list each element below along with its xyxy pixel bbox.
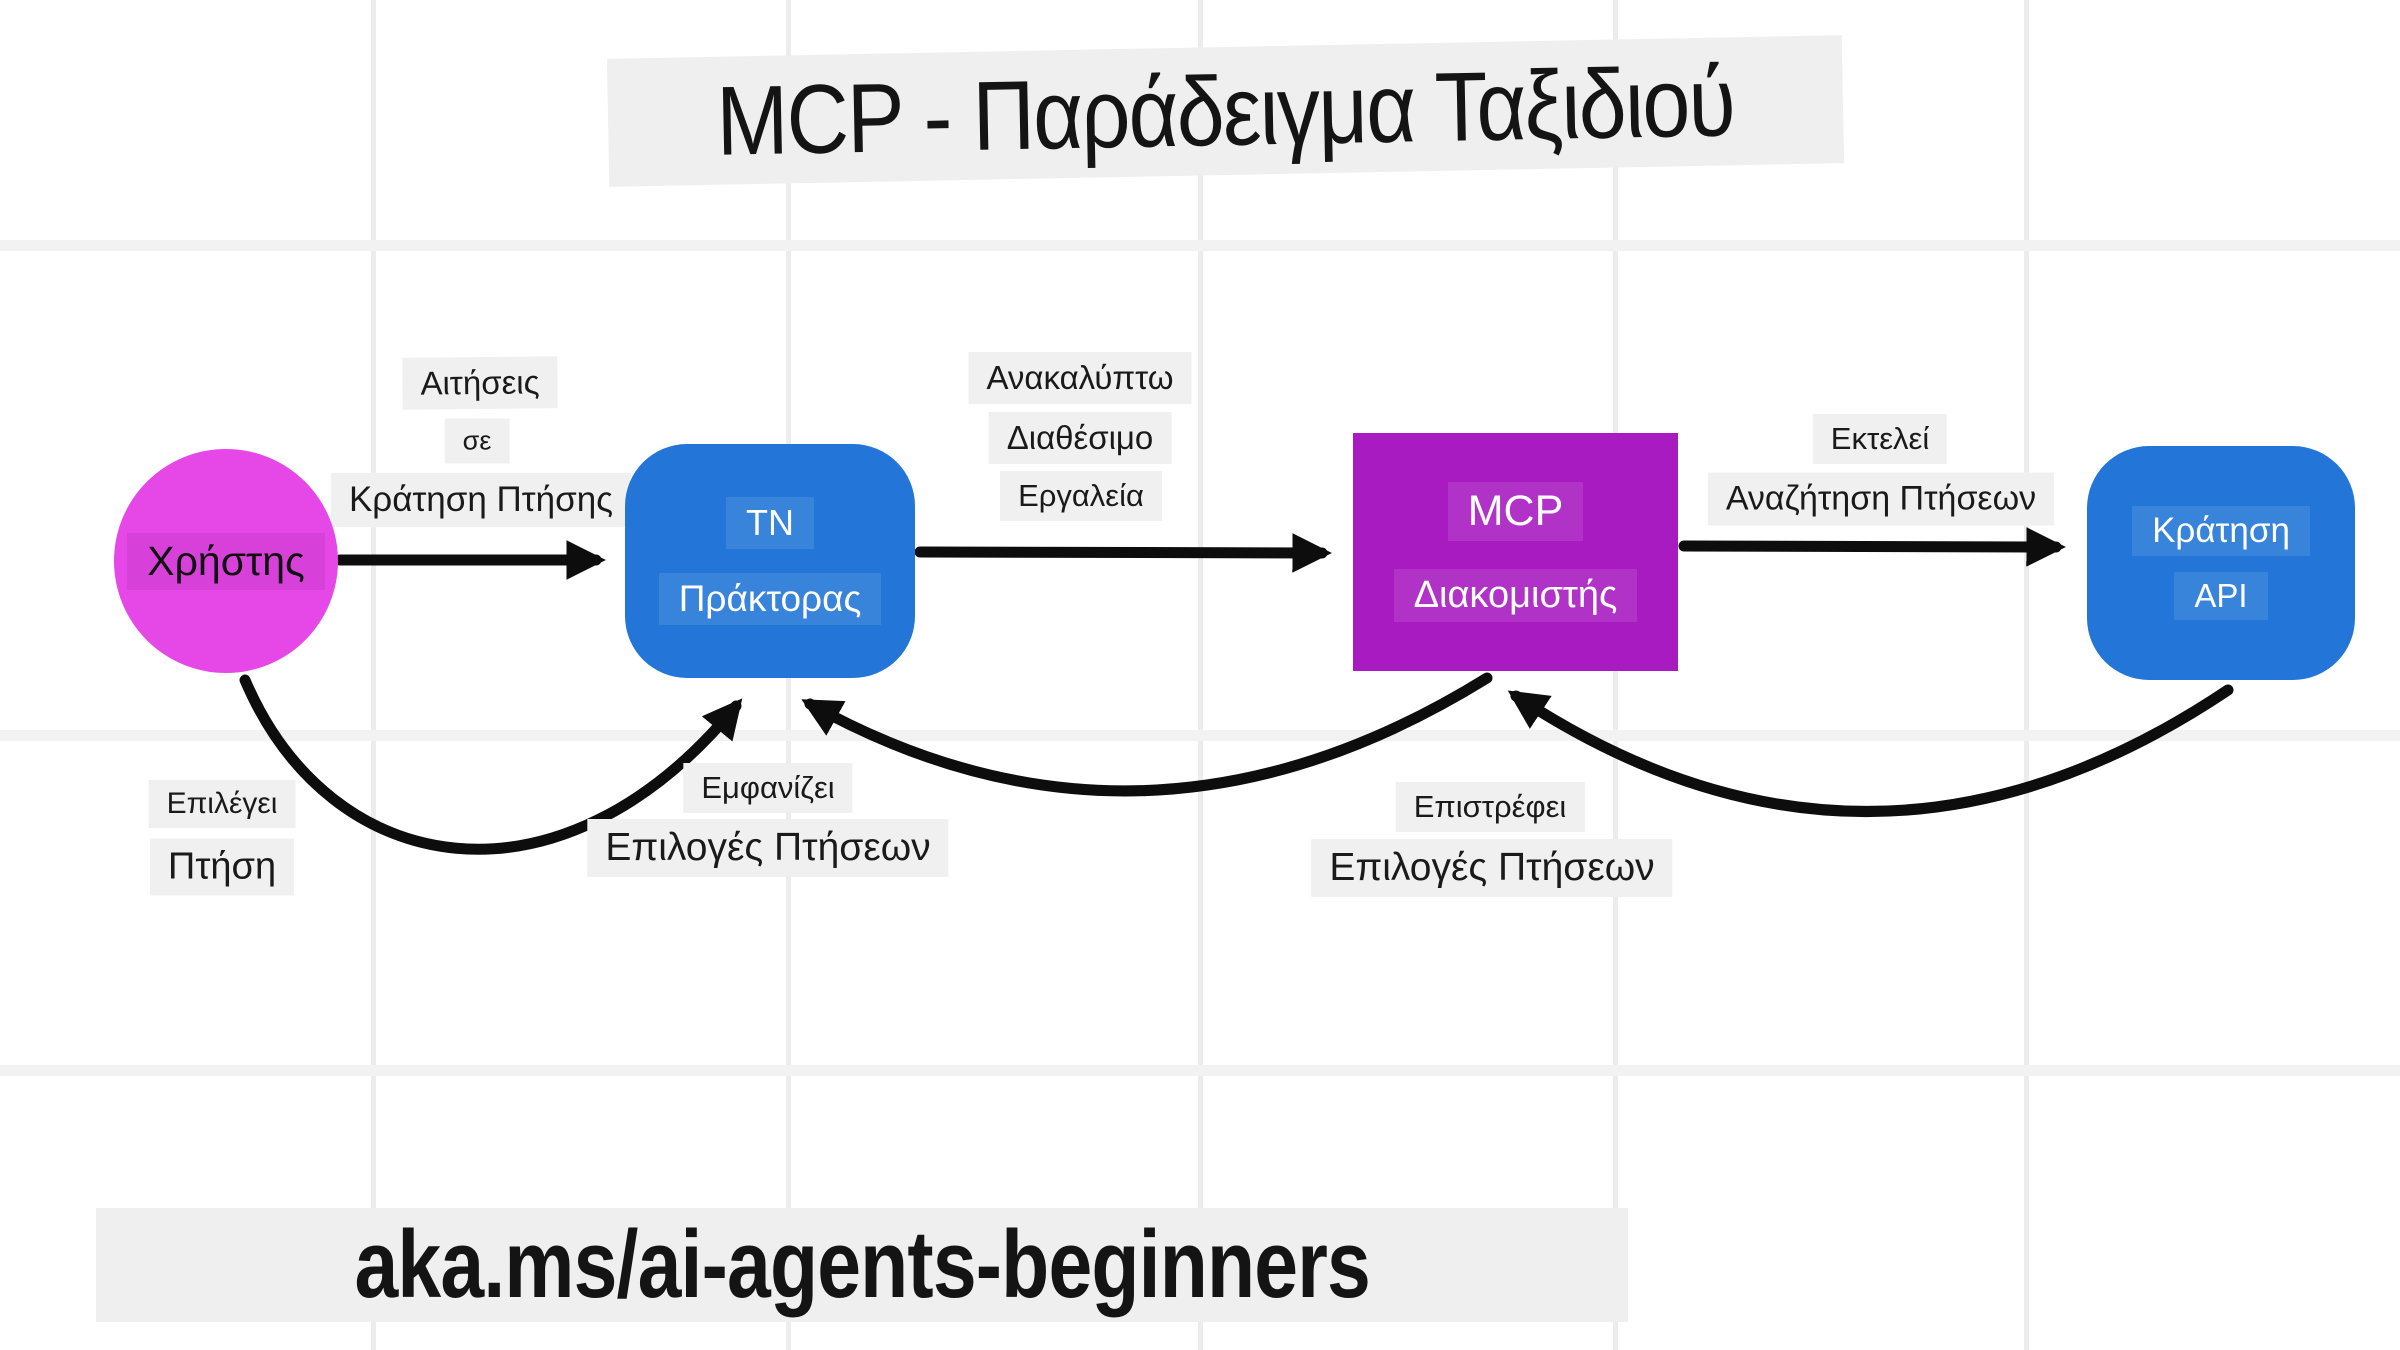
page-title: MCP - Παράδειγμα Ταξιδιού (715, 45, 1736, 176)
grid-horizontal-line (0, 1065, 2400, 1076)
edge-label-return-line2: Επιλογές Πτήσεων (1311, 839, 1673, 897)
edge-label-request-line2: σε (444, 418, 510, 464)
grid-vertical-line (2024, 0, 2029, 1350)
edge-label-execute-line2: Αναζήτηση Πτήσεων (1707, 472, 2055, 526)
node-booking-api: Κράτηση API (2087, 446, 2355, 680)
edge-label-discover-line1: Ανακαλύπτω (968, 352, 1192, 404)
edge-label-discover-line3: Εργαλεία (1000, 471, 1162, 521)
node-mcp-server: MCP Διακομιστής (1353, 433, 1678, 671)
node-mcp-server-label-line2: Διακομιστής (1393, 569, 1638, 622)
node-user: Χρήστης (114, 449, 338, 673)
arrow-user-to-agent-return (239, 674, 743, 855)
grid-vertical-line (371, 0, 376, 1350)
node-booking-api-label-line2: API (2174, 572, 2268, 620)
edge-label-request-line3: Κράτηση Πτήσης (330, 473, 632, 527)
arrow-api-to-server-return (1507, 684, 2234, 817)
grid-horizontal-line (0, 730, 2400, 741)
node-booking-api-label-line1: Κράτηση (2132, 506, 2310, 556)
arrow-agent-to-server (914, 533, 1332, 573)
footer-link-text: aka.ms/ai-agents-beginners (354, 1211, 1370, 1318)
edge-label-select-line2: Πτήση (149, 838, 295, 896)
grid-vertical-line (1613, 0, 1618, 1350)
node-ai-agent-label-line2: Πράκτορας (658, 573, 882, 625)
edge-label-display-line1: Εμφανίζει (683, 763, 853, 813)
grid-horizontal-line (0, 240, 2400, 251)
node-ai-agent: ΤΝ Πράκτορας (625, 444, 915, 678)
node-mcp-server-label-line1: MCP (1447, 482, 1584, 541)
node-user-label: Χρήστης (127, 532, 325, 590)
edge-label-select-line1: Επιλέγει (148, 780, 296, 828)
footer-banner: aka.ms/ai-agents-beginners (96, 1208, 1628, 1322)
arrow-server-to-agent-return (801, 672, 1493, 797)
edge-label-request-line1: Αιτήσεις (402, 356, 558, 410)
arrow-server-to-api (1678, 527, 2066, 567)
grid-vertical-line (1198, 0, 1203, 1350)
edge-label-return-line1: Επιστρέφει (1395, 782, 1585, 832)
edge-label-discover-line2: Διαθέσιμο (988, 412, 1172, 464)
edge-label-display-line2: Επιλογές Πτήσεων (587, 819, 949, 877)
edge-label-execute-line1: Εκτελεί (1812, 414, 1948, 464)
node-ai-agent-label-line1: ΤΝ (726, 497, 814, 549)
title-banner: MCP - Παράδειγμα Ταξιδιού (606, 35, 1845, 187)
